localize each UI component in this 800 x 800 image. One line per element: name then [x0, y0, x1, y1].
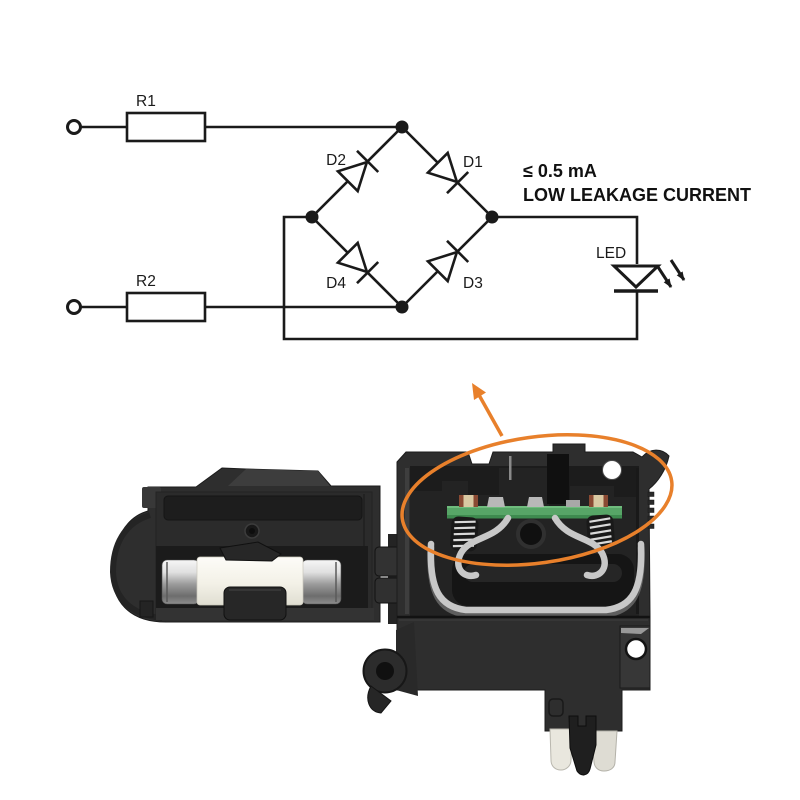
diode-d4-label: D4 [326, 275, 346, 292]
pcb-bottom-edge [447, 515, 622, 519]
resistor-r1-label: R1 [136, 93, 156, 110]
cover-top-recess [163, 495, 363, 521]
latch-hook [568, 715, 597, 776]
hinge-knuckle-top [374, 546, 401, 577]
led-emission-arrow-1 [656, 266, 673, 288]
highlight-arrow-shaft [477, 394, 504, 437]
mount-hole [624, 637, 648, 661]
cavity-right-wall-shadow [636, 468, 639, 614]
led-label: LED [596, 245, 626, 262]
cover-top-face [228, 469, 330, 486]
smd-component-3 [566, 500, 580, 507]
leakage-current-caption: LOW LEAKAGE CURRENT [523, 185, 751, 205]
leakage-current-value: ≤ 0.5 mA [523, 161, 597, 181]
clip-right-hook [551, 514, 608, 580]
smd-resistor-right [589, 495, 608, 507]
mold-seam [509, 456, 512, 480]
resistor-r2 [125, 291, 207, 323]
body-grip-serrations [647, 491, 655, 529]
diode-d1-label: D1 [463, 154, 483, 171]
diode-d2-label: D2 [326, 152, 346, 169]
cover-bottom-notch [139, 600, 154, 618]
blade-terminal-left [549, 728, 573, 771]
resistor-r1 [125, 111, 207, 143]
cavity-left-wall-highlight [405, 468, 409, 614]
center-dome [516, 519, 546, 549]
fuse-holder-body [362, 443, 670, 776]
smd-component-2 [527, 497, 544, 507]
wire-output-loop [282, 215, 639, 341]
led-symbol [610, 259, 686, 293]
diode-d3-label: D3 [463, 275, 483, 292]
fuse-holder-cover [109, 467, 381, 623]
input-terminal-top [66, 119, 82, 135]
smd-component-1 [487, 497, 505, 507]
body-top-hole [602, 460, 622, 480]
contact-block-cylinder [464, 564, 622, 582]
indicator-pcb [447, 495, 622, 519]
pivot-tab [367, 685, 392, 714]
pivot-knob-center [376, 662, 394, 680]
blade-terminal-right [589, 730, 618, 772]
cavity-top-ledge [410, 466, 639, 506]
mount-flange-glint [621, 628, 649, 634]
highlight-arrow-head [472, 383, 486, 400]
smd-resistor-left [459, 495, 478, 507]
fuse-holder-render [109, 383, 674, 776]
input-terminal-bottom [66, 299, 82, 315]
clip-outer-u [427, 540, 645, 614]
cover-screw-center [249, 528, 255, 534]
stem-bump [548, 698, 564, 717]
diode-d2 [335, 149, 380, 194]
metal-clips [427, 514, 645, 618]
diode-d4 [335, 240, 380, 285]
cover-lobe-shading [109, 512, 163, 621]
fuse-top-clip [219, 541, 282, 562]
fuse-bottom-clip [223, 586, 287, 621]
highlight-annotation [400, 383, 674, 567]
bridge-node-left [305, 210, 319, 224]
fuse-right-cap [301, 559, 342, 605]
led-emission-arrow-2 [669, 259, 686, 281]
cavity-dark-slot [547, 454, 569, 504]
bridge-node-top [395, 120, 409, 134]
circuit-schematic: R1 R2 D2 D1 D4 D3 LED [66, 93, 751, 341]
diode-d1 [425, 150, 470, 195]
bridge-node-bottom [395, 300, 409, 314]
bridge-node-right [485, 210, 499, 224]
hinge-knuckle-bottom [374, 577, 401, 604]
highlight-ellipse [400, 433, 674, 567]
resistor-r2-label: R2 [136, 273, 156, 290]
clip-left-hook [455, 514, 512, 580]
diode-d3 [425, 239, 470, 284]
